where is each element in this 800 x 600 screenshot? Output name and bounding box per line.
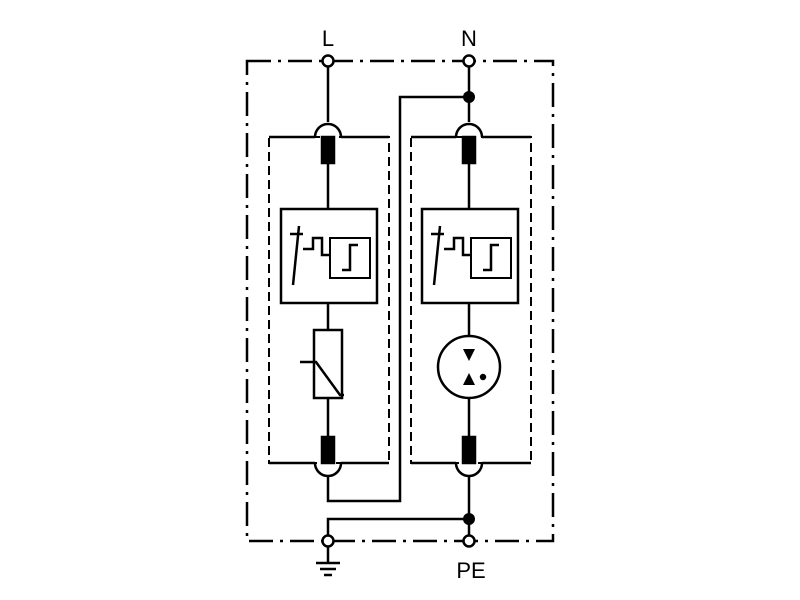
module-left-thermal-disconnect-icon xyxy=(290,225,371,286)
wiring xyxy=(326,95,471,536)
label-n: N xyxy=(461,26,477,51)
terminal-n xyxy=(462,54,476,68)
label-l: L xyxy=(322,26,334,51)
terminal-pe xyxy=(462,534,476,548)
gas-discharge-tube-icon xyxy=(463,349,487,385)
junction-dot-neutral xyxy=(463,91,475,103)
junction-dot-pe xyxy=(463,513,475,525)
terminal-l xyxy=(321,54,335,68)
label-pe: PE xyxy=(456,558,485,583)
outer-enclosure xyxy=(245,59,555,543)
terminal-ground xyxy=(321,534,335,548)
module-right-thermal-disconnect-icon xyxy=(431,225,512,286)
earth-ground-icon xyxy=(316,547,340,577)
